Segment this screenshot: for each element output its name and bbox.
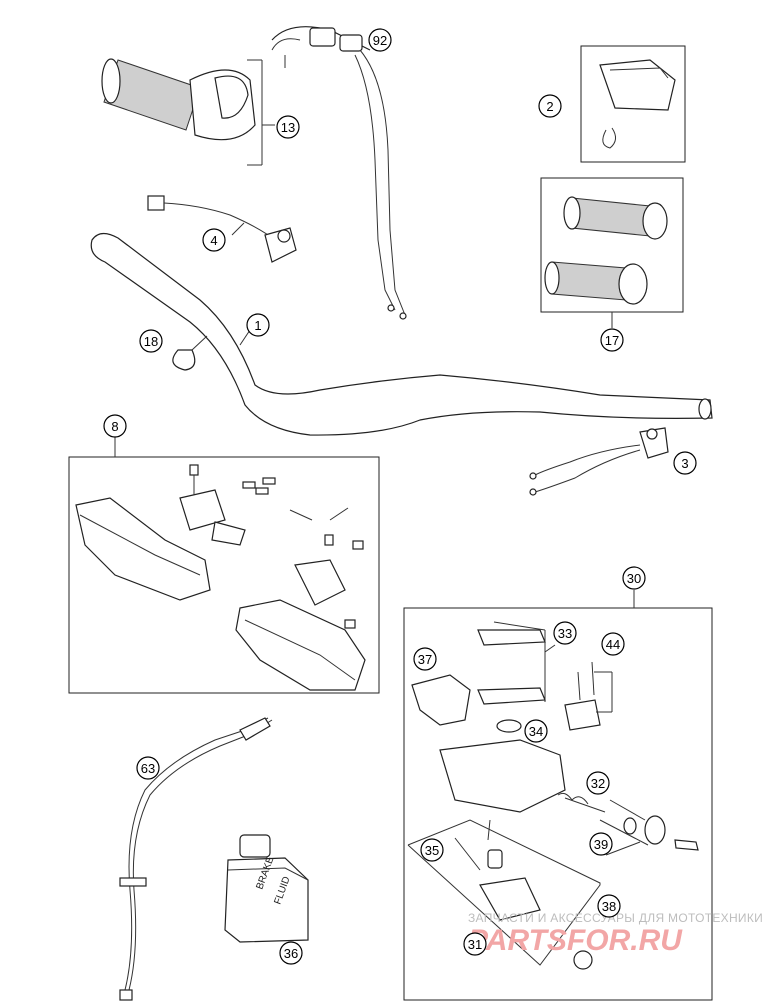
callout-2: 2 — [538, 94, 562, 118]
svg-text:44: 44 — [606, 637, 620, 652]
throttle-grip-assembly — [101, 58, 275, 166]
cable-tie-18 — [172, 335, 208, 371]
svg-text:1: 1 — [254, 318, 261, 333]
callout-13: 13 — [276, 115, 300, 139]
svg-text:36: 36 — [284, 946, 298, 961]
svg-text:92: 92 — [373, 33, 387, 48]
callout-38: 38 — [597, 894, 621, 918]
switch-cable-3 — [529, 427, 669, 496]
svg-text:3: 3 — [681, 456, 688, 471]
callout-37: 37 — [413, 647, 437, 671]
callout-39: 39 — [589, 832, 613, 856]
brake-master-cylinder-30 — [403, 590, 713, 1001]
watermark-logo: PARTSFOR.RU — [468, 924, 683, 957]
svg-text:32: 32 — [591, 776, 605, 791]
callout-32: 32 — [586, 771, 610, 795]
svg-text:37: 37 — [418, 652, 432, 667]
callout-3: 3 — [673, 451, 697, 475]
svg-text:38: 38 — [602, 899, 616, 914]
handguard-kit-8 — [68, 437, 380, 694]
callout-31: 31 — [463, 932, 487, 956]
callout-18: 18 — [139, 329, 163, 353]
svg-text:2: 2 — [546, 99, 553, 114]
svg-text:8: 8 — [111, 419, 118, 434]
callout-63: 63 — [136, 756, 160, 780]
grips-17-box — [540, 177, 684, 328]
svg-text:34: 34 — [529, 724, 543, 739]
brake-fluid-bottle: BRAKE FLUID — [224, 834, 309, 943]
svg-text:30: 30 — [627, 571, 641, 586]
callout-1: 1 — [246, 313, 270, 337]
svg-text:33: 33 — [558, 626, 572, 641]
svg-text:31: 31 — [468, 937, 482, 952]
callout-8: 8 — [103, 414, 127, 438]
throttle-cables — [271, 26, 407, 320]
switch-2-box — [580, 45, 686, 163]
callout-36: 36 — [279, 941, 303, 965]
svg-text:18: 18 — [144, 334, 158, 349]
callout-4: 4 — [202, 228, 226, 252]
handlebar — [90, 232, 713, 436]
svg-text:39: 39 — [594, 837, 608, 852]
watermark-subtitle: ЗАПЧАСТИ И АКСЕССУАРЫ ДЛЯ МОТОТЕХНИКИ — [468, 911, 763, 925]
svg-text:35: 35 — [425, 843, 439, 858]
callout-92: 92 — [368, 28, 392, 52]
callout-17: 17 — [600, 328, 624, 352]
callout-33: 33 — [553, 621, 577, 645]
callout-35: 35 — [420, 838, 444, 862]
callout-44: 44 — [601, 632, 625, 656]
hydraulic-line-63 — [119, 717, 273, 1001]
switch-cable-4 — [147, 195, 297, 263]
svg-text:13: 13 — [281, 120, 295, 135]
callout-30: 30 — [622, 566, 646, 590]
svg-text:4: 4 — [210, 233, 217, 248]
svg-text:17: 17 — [605, 333, 619, 348]
callout-34: 34 — [524, 719, 548, 743]
svg-text:63: 63 — [141, 761, 155, 776]
